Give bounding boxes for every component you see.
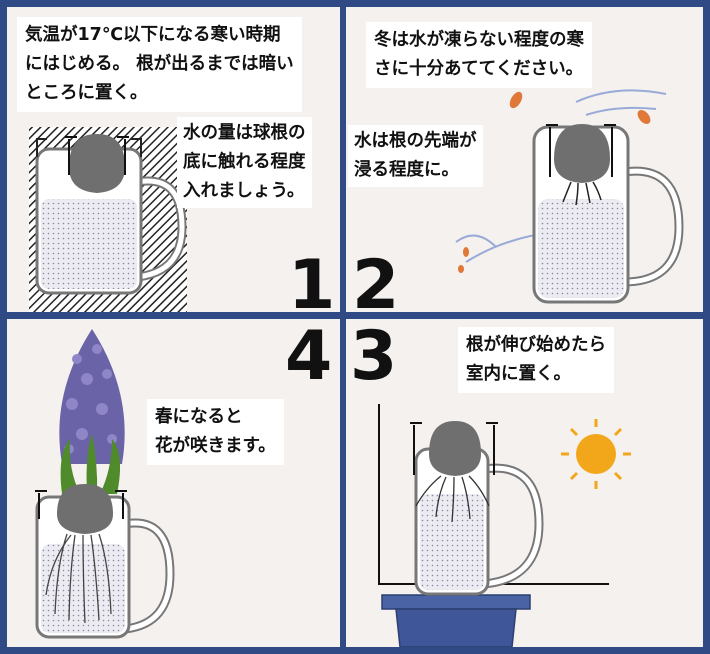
step-2-caption: 冬は水が凍らない程度の寒 さに十分あててください。 (366, 22, 592, 88)
step-1-note: 水の量は球根の 底に触れる程度 入れましょう。 (177, 117, 312, 208)
roots-icon (415, 475, 490, 523)
pot-icon (381, 594, 531, 647)
bulb-icon (554, 124, 610, 183)
jar-icon (414, 447, 544, 596)
leaves (60, 434, 121, 494)
step-number-1: 1 (288, 246, 336, 313)
bulb-icon (69, 134, 125, 193)
note-line: 水の量は球根の (183, 123, 306, 143)
step-1-panel: 気温が17℃以下になる寒い時期 にはじめる。 根が出るまでは暗い ところに置く。… (7, 7, 340, 312)
note-line: 浸る程度に。 (354, 160, 459, 180)
caption-line: 室内に置く。 (466, 364, 571, 384)
note-line: 入れましょう。 (183, 181, 305, 201)
roots-icon (45, 533, 112, 624)
step-2-panel: 冬は水が凍らない程度の寒 さに十分あててください。 水は根の先端が 浸る程度に。… (346, 7, 703, 312)
step-1-caption: 気温が17℃以下になる寒い時期 にはじめる。 根が出るまでは暗い ところに置く。 (17, 17, 302, 112)
step-4-illustration (35, 329, 175, 639)
step-number-3: 3 (350, 319, 398, 396)
step-3-caption: 根が伸び始めたら 室内に置く。 (458, 327, 614, 393)
note-line: 水は根の先端が (354, 131, 477, 151)
caption-line: ところに置く。 (25, 83, 148, 103)
step-4-caption: 春になると 花が咲きます。 (147, 399, 284, 465)
step-2-note: 水は根の先端が 浸る程度に。 (348, 125, 483, 187)
step-number-4: 4 (285, 319, 333, 396)
step-3-panel: 根が伸び始めたら 室内に置く。 3 (346, 319, 703, 647)
step-number-2: 2 (352, 246, 400, 313)
caption-line: さに十分あててください。 (374, 59, 584, 79)
roots-icon (562, 181, 602, 206)
note-line: 底に触れる程度 (183, 152, 306, 172)
step-3-illustration (378, 404, 631, 647)
caption-line: 冬は水が凍らない程度の寒 (374, 30, 584, 50)
caption-line: 根が伸び始めたら (466, 335, 606, 355)
caption-line: にはじめる。 根が出るまでは暗い (25, 54, 294, 74)
window-frame (378, 404, 609, 585)
caption-line: 春になると (155, 407, 243, 427)
sun-icon (561, 419, 631, 489)
step-1-illustration (29, 127, 187, 312)
hyacinth-flower (59, 329, 125, 464)
caption-line: 花が咲きます。 (155, 436, 276, 456)
caption-line: 気温が17℃以下になる寒い時期 (25, 25, 281, 45)
step-2-illustration (455, 89, 684, 304)
bulb-icon (429, 421, 481, 476)
step-4-panel: 春になると 花が咲きます。 4 (7, 319, 340, 647)
bulb-icon (57, 484, 113, 534)
